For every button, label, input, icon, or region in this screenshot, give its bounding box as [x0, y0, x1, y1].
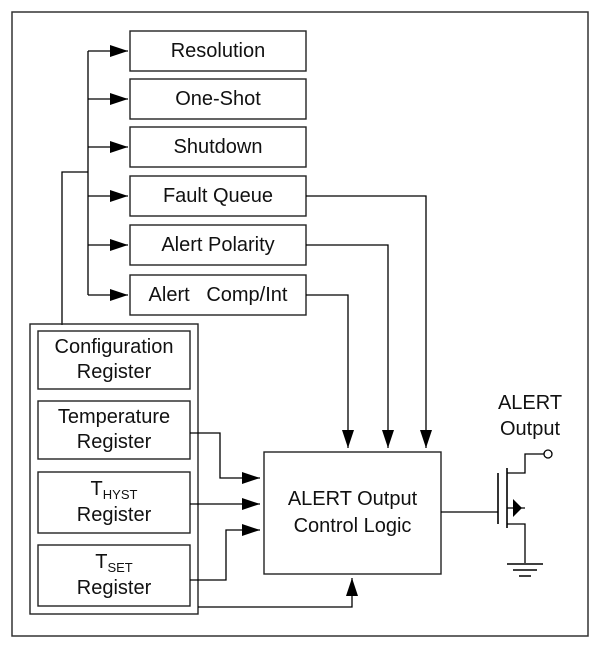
outer-frame	[11, 11, 589, 637]
alert-output-label: ALERT Output	[485, 388, 575, 444]
temperature-register-box	[37, 400, 191, 460]
tset-subscript: SET	[107, 560, 133, 575]
thyst-register-line2: Register	[76, 504, 152, 526]
thyst-subscript: HYST	[102, 487, 138, 502]
one-shot-box	[129, 78, 307, 120]
thyst-register-box	[37, 471, 191, 534]
configuration-register-line2: Register	[76, 361, 152, 383]
configuration-register-label: Configuration Register	[38, 331, 190, 389]
control-logic-line2: Control Logic	[293, 515, 412, 537]
resolution-label: Resolution	[170, 39, 266, 62]
tset-register-line2: Register	[76, 577, 152, 599]
control-logic-line1: ALERT Output	[287, 488, 418, 510]
thyst-register-label: THYST Register	[38, 472, 190, 533]
alert-output-line2: Output	[499, 418, 561, 440]
tset-register-label: TSET Register	[38, 545, 190, 606]
shutdown-box	[129, 126, 307, 168]
one-shot-label: One-Shot	[175, 87, 261, 110]
tset-register-box	[37, 544, 191, 607]
configuration-register-line1: Configuration	[54, 336, 174, 358]
alert-output-line1: ALERT	[497, 392, 563, 414]
register-group-box	[29, 323, 199, 615]
alert-polarity-box	[129, 224, 307, 266]
tset-main: T	[95, 551, 108, 573]
output-terminal	[543, 449, 553, 459]
alert-comp-int-label: Alert Comp/Int	[148, 283, 288, 306]
alert-comp-int-box	[129, 274, 307, 316]
temperature-register-line1: Temperature	[57, 406, 171, 428]
temperature-register-line2: Register	[76, 431, 152, 453]
control-logic-box	[263, 451, 442, 575]
control-logic-label: ALERT Output Control Logic	[264, 452, 441, 574]
fault-queue-box	[129, 175, 307, 217]
resolution-box	[129, 30, 307, 72]
thyst-main: T	[90, 478, 103, 500]
configuration-register-box	[37, 330, 191, 390]
temperature-register-label: Temperature Register	[38, 401, 190, 459]
fault-queue-label: Fault Queue	[162, 184, 274, 207]
alert-polarity-label: Alert Polarity	[161, 233, 275, 256]
shutdown-label: Shutdown	[173, 135, 263, 158]
